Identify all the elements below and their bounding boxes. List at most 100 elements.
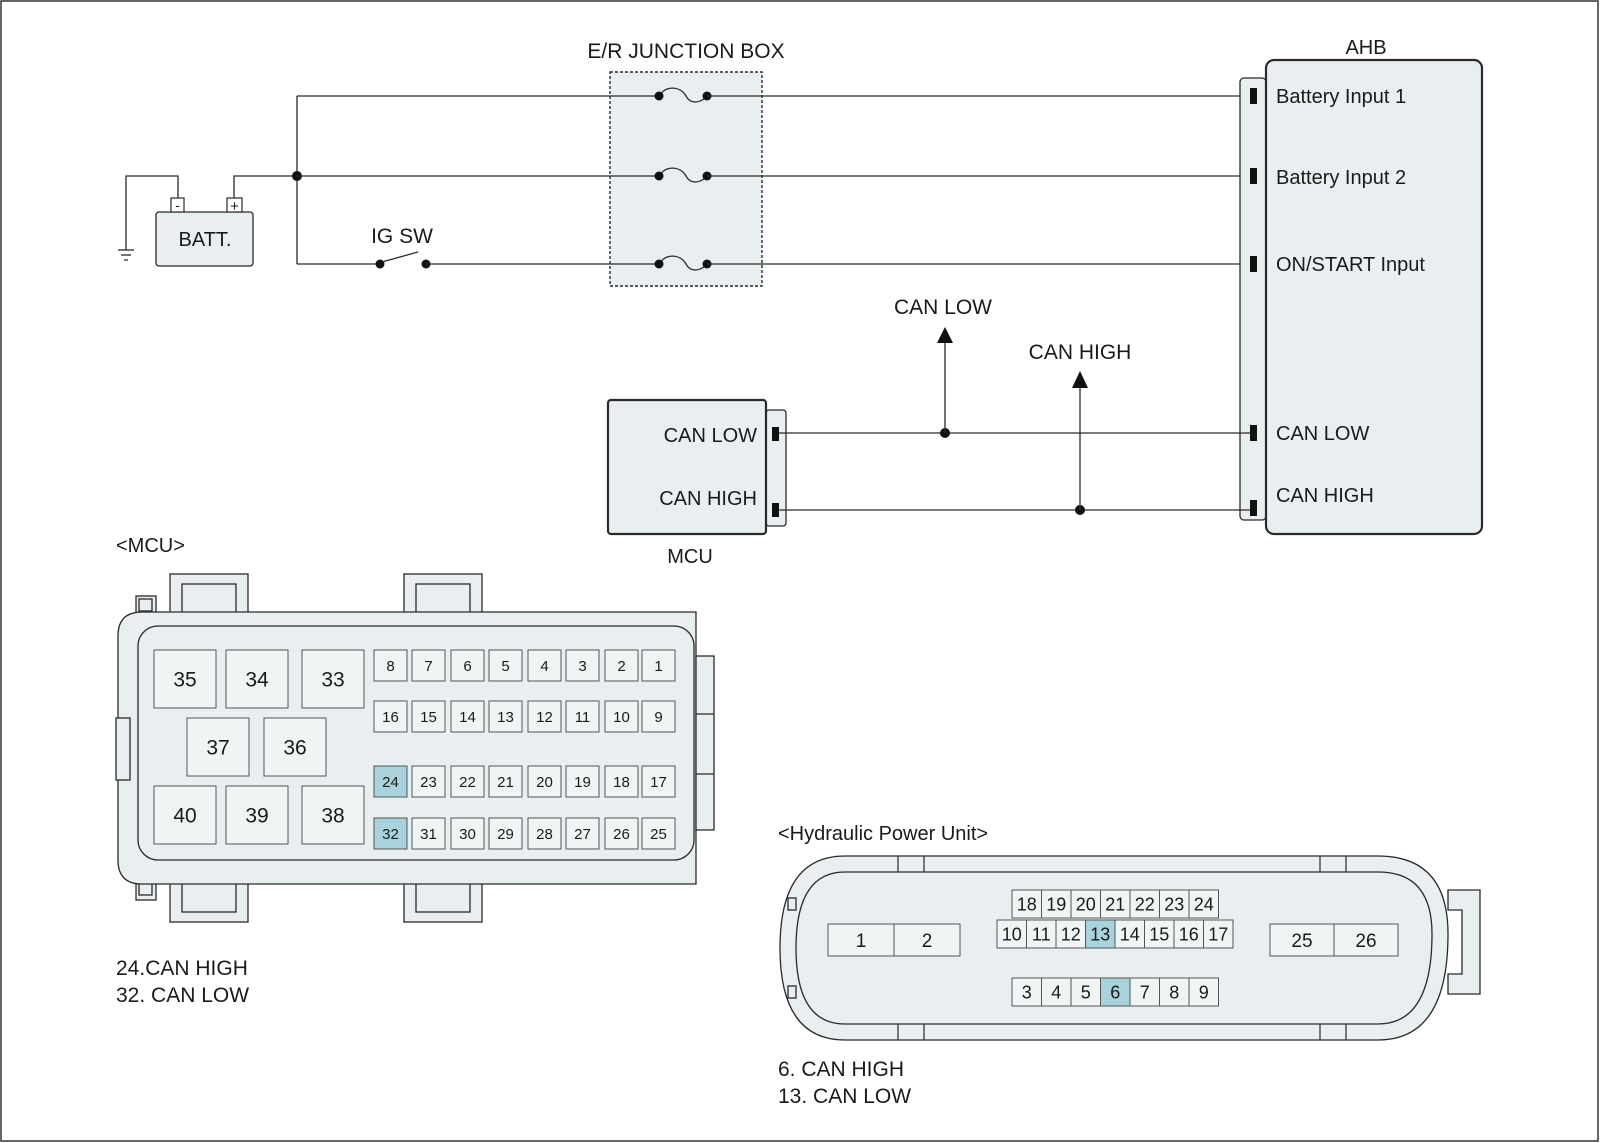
pin-number: 2 <box>922 931 933 952</box>
connector-pin <box>301 785 365 845</box>
pin-number: 5 <box>1081 982 1091 1002</box>
pin-number: 1 <box>856 931 867 952</box>
pin-number: 10 <box>613 709 630 726</box>
connector-pin <box>411 765 446 798</box>
connector-pin <box>301 649 365 709</box>
fuse-1-terminal-a <box>654 91 664 101</box>
mcu-title: MCU <box>667 546 713 568</box>
pin-number: 15 <box>420 709 437 726</box>
pin-number: 22 <box>459 774 476 791</box>
hpu-notch <box>787 897 797 911</box>
connector-pin <box>411 817 446 850</box>
pin-number: 30 <box>459 826 476 843</box>
connector-pin <box>373 649 408 682</box>
fuse-3-icon <box>658 255 708 271</box>
connector-pin-highlighted <box>1100 977 1131 1007</box>
connector-pin <box>565 817 600 850</box>
pin-number: 37 <box>206 737 229 760</box>
ahb-terminal-3 <box>1250 256 1257 272</box>
can-low-arrow-label: CAN LOW <box>894 296 992 319</box>
connector-pin <box>1203 919 1234 949</box>
connector-latch-inner <box>415 583 471 615</box>
pin-number: 4 <box>540 658 548 675</box>
pin-number: 17 <box>1208 924 1228 944</box>
pin-number: 12 <box>1061 924 1081 944</box>
pin-number: 7 <box>1140 982 1150 1002</box>
pin-number: 14 <box>1120 924 1140 944</box>
pin-number: 18 <box>1017 894 1037 914</box>
battery-positive-wire <box>233 175 297 198</box>
pin-number: 13 <box>497 709 514 726</box>
pin-number: 4 <box>1051 982 1061 1002</box>
connector-pin <box>565 649 600 682</box>
mcu-connector-note: 24.CAN HIGH <box>116 957 248 980</box>
connector-pin <box>641 817 676 850</box>
pin-number: 27 <box>574 826 591 843</box>
connector-pin <box>225 785 289 845</box>
connector-pin <box>1070 977 1101 1007</box>
pin-number: 25 <box>650 826 667 843</box>
connector-key-inner <box>138 598 153 612</box>
pin-number: 26 <box>1355 931 1376 952</box>
connector-pin <box>641 649 676 682</box>
battery <box>155 211 254 267</box>
pin-number: 13 <box>1090 924 1110 944</box>
hpu-side-tab <box>1447 889 1481 995</box>
connector-pin <box>450 765 485 798</box>
connector-pin <box>450 817 485 850</box>
pin-number: 9 <box>1199 982 1209 1002</box>
connector-pin <box>263 717 327 777</box>
connector-pin <box>527 817 562 850</box>
pin-number: 11 <box>1032 924 1051 944</box>
connector-pin <box>1100 889 1131 919</box>
arrow-up-icon <box>1072 371 1088 388</box>
connector-pin <box>411 649 446 682</box>
ahb-title: AHB <box>1345 37 1386 59</box>
pin-number: 11 <box>575 709 591 726</box>
connector-side-tab <box>695 655 715 831</box>
ahb-module <box>1264 58 1484 536</box>
pin-number: 20 <box>1076 894 1096 914</box>
connector-pin <box>996 919 1027 949</box>
pin-number: 32 <box>382 826 399 843</box>
pin-number: 22 <box>1135 894 1155 914</box>
mcu-pin-label: CAN HIGH <box>659 488 757 510</box>
pin-number: 36 <box>283 737 306 760</box>
mcu-connector-title: <MCU> <box>116 535 185 557</box>
connector-latch-inner <box>181 583 237 615</box>
ig-switch-label: IG SW <box>371 225 433 248</box>
pin-number: 20 <box>536 774 553 791</box>
pin-number: 29 <box>497 826 514 843</box>
connector-pin <box>153 649 217 709</box>
connector-pin <box>527 649 562 682</box>
connector-pin <box>604 649 639 682</box>
connector-pin <box>1188 977 1219 1007</box>
mcu-terminal-can-low <box>772 427 779 441</box>
pin-number: 8 <box>386 658 394 675</box>
pin-number: 8 <box>1169 982 1179 1002</box>
connector-pin <box>1333 923 1399 957</box>
ahb-pin-label: Battery Input 2 <box>1276 167 1406 189</box>
battery-label: BATT. <box>179 229 232 251</box>
connector-pin <box>1011 977 1042 1007</box>
connector-pin <box>527 700 562 733</box>
pin-number: 23 <box>1164 894 1184 914</box>
connector-pin <box>373 700 408 733</box>
connector-pin <box>153 785 217 845</box>
hpu-notch <box>787 985 797 999</box>
pin-number: 33 <box>321 669 344 692</box>
pin-number: 3 <box>578 658 586 675</box>
connector-pin <box>1129 977 1160 1007</box>
pin-number: 19 <box>1046 894 1066 914</box>
pin-number: 9 <box>654 709 662 726</box>
pin-number: 3 <box>1022 982 1032 1002</box>
pin-number: 21 <box>1105 894 1125 914</box>
connector-pin <box>604 765 639 798</box>
pin-number: 38 <box>321 805 344 828</box>
connector-pin <box>641 765 676 798</box>
hpu-connector-title: <Hydraulic Power Unit> <box>778 823 988 845</box>
connector-pin-highlighted <box>1085 919 1116 949</box>
